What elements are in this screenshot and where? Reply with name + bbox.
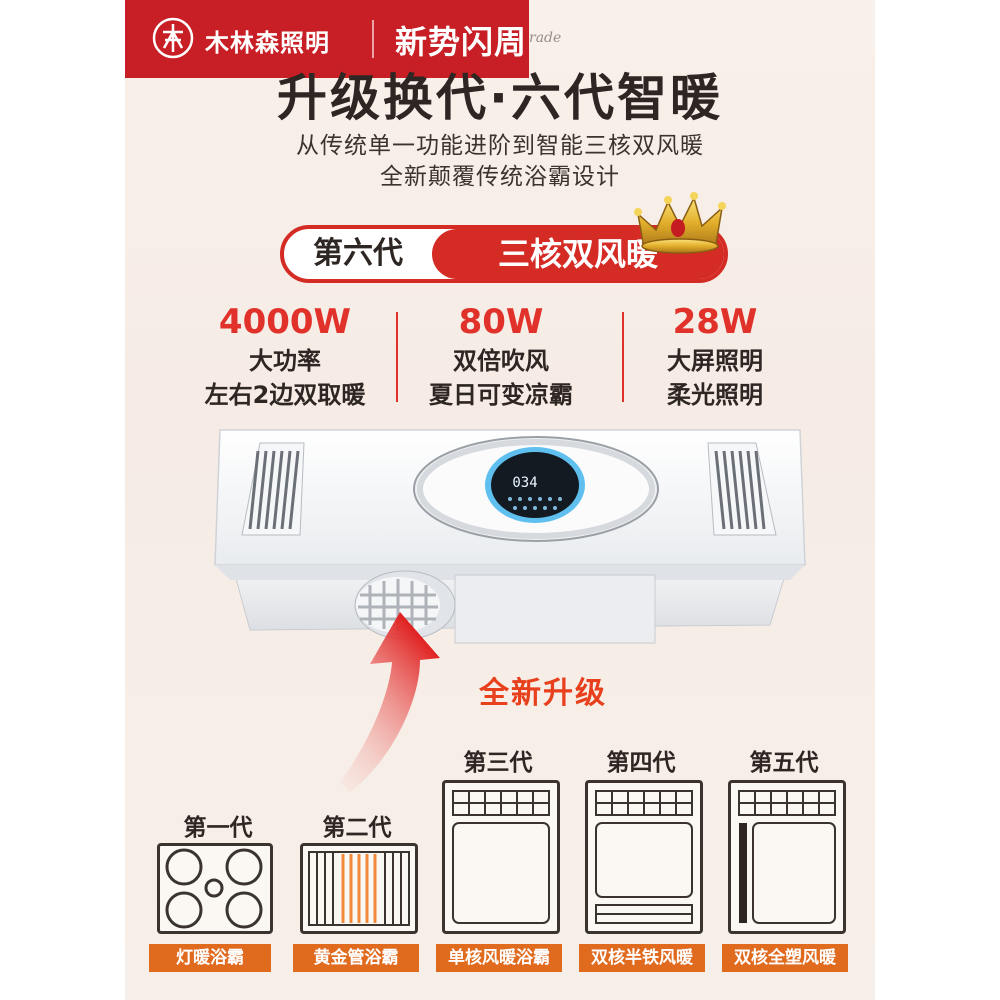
spec-fan-value: 80W <box>458 302 544 342</box>
generation-2-label: 黄金管浴霸 <box>293 944 419 972</box>
spec-fan-line-2: 夏日可变凉霸 <box>429 381 573 409</box>
generation-4-title: 第四代 <box>606 750 676 776</box>
background-script-text: rade <box>529 30 562 46</box>
generation-2-title: 第二代 <box>322 815 392 841</box>
bath-heater-product-image: 034 <box>214 429 806 644</box>
brand-bar: 木林森照明 新势闪周 <box>125 0 529 78</box>
generation-1-title: 第一代 <box>183 815 253 841</box>
dual-core-semi-iron-icon <box>595 790 693 924</box>
subtitle-line-2: 全新颠覆传统浴霸设计 <box>380 164 620 190</box>
spec-heating-power: 4000W 大功率 左右2边双取暖 <box>185 300 385 412</box>
spec-light-value: 28W <box>672 302 758 342</box>
heat-lamp-icon <box>165 848 263 929</box>
crown-icon <box>634 192 726 254</box>
spec-light-line-2: 柔光照明 <box>667 381 763 409</box>
single-core-heater-icon <box>452 790 550 924</box>
brand-logo-icon <box>152 17 194 59</box>
subtitle-line-1: 从传统单一功能进阶到智能三核双风暖 <box>296 133 704 159</box>
spec-light-line-1: 大屏照明 <box>667 347 763 375</box>
generation-3-diagram <box>442 780 560 934</box>
generation-badge-label: 第六代 <box>313 236 403 271</box>
spec-heating-line-2: 左右2边双取暖 <box>204 381 366 409</box>
generation-3-title: 第三代 <box>463 750 533 776</box>
generation-1-diagram <box>157 843 273 934</box>
right-vent <box>707 442 777 536</box>
upgrade-label: 全新升级 <box>479 676 607 711</box>
spec-heating-line-1: 大功率 <box>249 347 321 375</box>
spec-fan-power: 80W 双倍吹风 夏日可变凉霸 <box>401 300 601 412</box>
headline: 升级换代·六代智暖 <box>277 69 723 127</box>
brand-divider <box>372 20 374 58</box>
display-readout: 034 <box>512 475 537 491</box>
left-vent <box>241 442 305 536</box>
golden-tube-icon <box>308 851 410 926</box>
spec-divider <box>396 312 398 402</box>
brand-slogan: 新势闪周 <box>395 23 528 61</box>
dual-core-plastic-icon <box>738 790 836 924</box>
brand-name: 木林森照明 <box>205 29 330 57</box>
spec-fan-line-1: 双倍吹风 <box>453 347 549 375</box>
spec-heating-value: 4000W <box>218 302 352 342</box>
spec-divider <box>622 312 624 402</box>
generation-5-title: 第五代 <box>749 750 819 776</box>
generation-1-label: 灯暖浴霸 <box>149 944 271 972</box>
poster-canvas: 木林森照明 新势闪周 rade 升级换代·六代智暖 从传统单一功能进阶到智能三核… <box>125 0 875 1000</box>
generation-5-label: 双核全塑风暖 <box>722 944 848 972</box>
generation-5-diagram <box>728 780 846 934</box>
spec-light-power: 28W 大屏照明 柔光照明 <box>615 300 815 412</box>
generation-4-diagram <box>585 780 703 934</box>
generation-3-label: 单核风暖浴霸 <box>436 944 562 972</box>
generation-4-label: 双核半铁风暖 <box>579 944 705 972</box>
generation-2-diagram <box>300 843 418 934</box>
upgrade-arrow-icon <box>340 612 440 792</box>
